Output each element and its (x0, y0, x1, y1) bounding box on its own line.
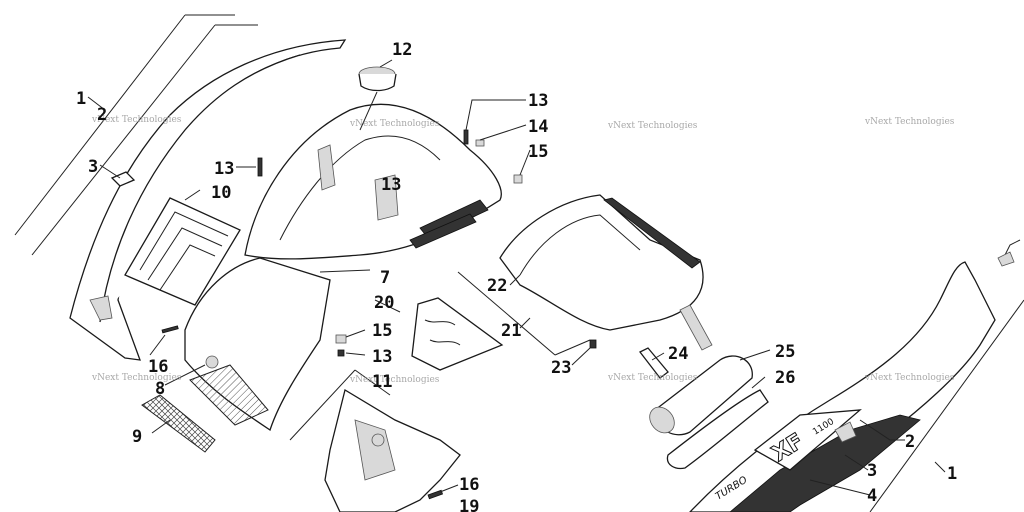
mesh-screen-9 (141, 394, 216, 453)
callout-label: 16 (459, 475, 479, 495)
rod-24 (639, 347, 669, 379)
callout-label: 19 (459, 497, 479, 512)
inner-panel-10 (124, 197, 241, 306)
watermark-text: vNext Technologies (607, 121, 698, 131)
callout-label: 11 (372, 372, 392, 392)
callout-label: 7 (380, 268, 390, 288)
callout-label: 4 (867, 486, 877, 506)
callout-label: 26 (775, 368, 795, 388)
callout-label: 3 (88, 157, 98, 177)
callout-label: 14 (528, 117, 548, 137)
callout-label: 1 (76, 89, 86, 109)
cylinder-25 (649, 355, 753, 436)
filler-cap-12 (358, 66, 397, 131)
callout-label: 13 (372, 347, 392, 367)
callout-label: 15 (528, 142, 548, 162)
watermark-text: vNext Technologies (91, 115, 182, 125)
cover-26 (666, 389, 769, 470)
callout-label: 24 (668, 344, 688, 364)
watermarks: vNext Technologies vNext Technologies vN… (91, 115, 955, 385)
callout-label: 16 (148, 357, 168, 377)
callout-label: 13 (214, 159, 234, 179)
callout-label: 13 (381, 175, 401, 195)
watermark-text: vNext Technologies (349, 119, 440, 129)
right-side-panel (689, 239, 1024, 512)
hood-assembly (184, 103, 502, 432)
callout-label: 12 (392, 40, 412, 60)
callout-label: 13 (528, 91, 548, 111)
window-20 (411, 297, 504, 371)
callout-label: 15 (372, 321, 392, 341)
callout-label: 2 (97, 105, 107, 125)
bracket-11 (289, 369, 461, 512)
callout-label: 1 (947, 464, 957, 484)
callout-label: 20 (374, 293, 394, 313)
callout-label: 3 (867, 461, 877, 481)
callout-label: 2 (905, 432, 915, 452)
console-panel-22 (457, 194, 713, 356)
watermark-text: vNext Technologies (864, 373, 955, 383)
callout-label: 10 (211, 183, 231, 203)
callout-label: 23 (551, 358, 571, 378)
leader-lines (87, 59, 946, 496)
callout-label: 25 (775, 342, 795, 362)
callout-label: 8 (155, 379, 165, 399)
watermark-text: vNext Technologies (349, 375, 440, 385)
callout-labels: 1 2 3 10 13 12 13 13 14 15 7 20 15 13 11… (76, 40, 957, 512)
watermark-text: vNext Technologies (91, 373, 182, 383)
callout-label: 21 (501, 321, 521, 341)
callout-label: 9 (132, 427, 142, 447)
fasteners (161, 129, 597, 500)
watermark-text: vNext Technologies (864, 117, 955, 127)
callout-label: 22 (487, 276, 507, 296)
watermark-text: vNext Technologies (607, 373, 698, 383)
